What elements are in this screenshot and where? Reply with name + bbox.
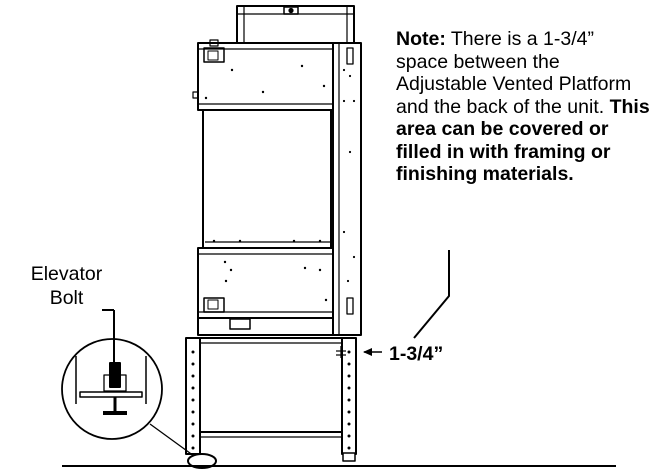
upper-chassis xyxy=(192,39,334,111)
note-body: There is a 1-3/4” space between the Adju… xyxy=(396,28,632,118)
vented-platform-stand xyxy=(185,337,357,455)
lower-chassis xyxy=(197,247,334,319)
top-exhaust-box xyxy=(236,5,355,44)
window-area xyxy=(202,110,332,248)
base-plate xyxy=(197,317,334,336)
dimension-marker xyxy=(336,346,382,358)
caster-feet xyxy=(187,452,356,469)
elevator-bolt-detail xyxy=(61,309,195,457)
elevator-label-line1: Elevator xyxy=(30,263,103,285)
note-lead: Note: xyxy=(396,28,446,50)
note-text: Note: There is a 1-3/4” space between th… xyxy=(396,28,651,186)
elevator-bolt-label: Elevator Bolt xyxy=(14,262,119,310)
note-leader-line xyxy=(413,250,450,339)
side-panel xyxy=(332,42,362,336)
elevator-label-line2: Bolt xyxy=(49,287,84,309)
dimension-label: 1-3/4” xyxy=(389,343,444,365)
note-emphasis: This area can be covered or filled in wi… xyxy=(396,95,650,186)
